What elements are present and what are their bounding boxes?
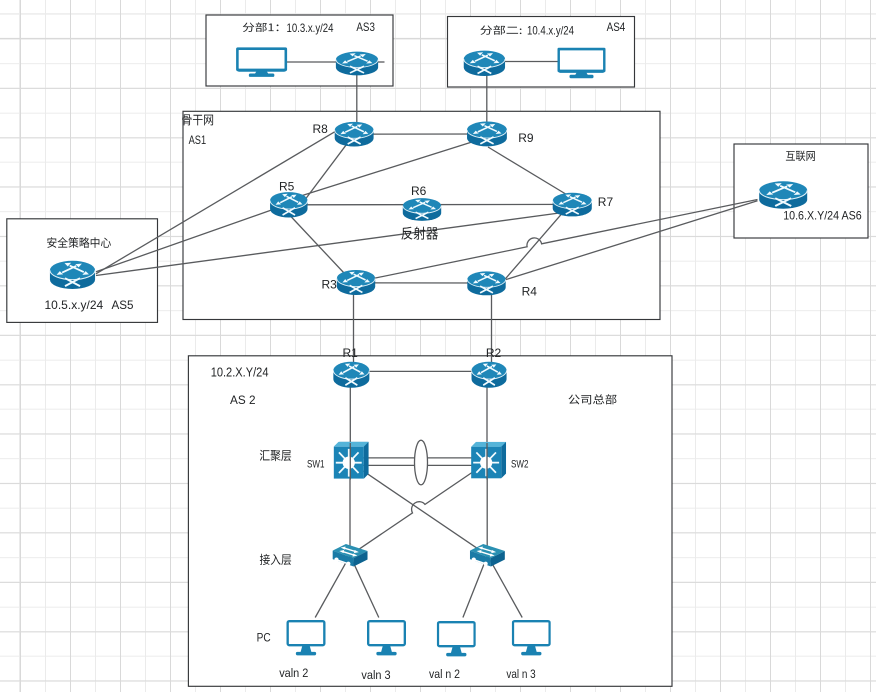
svg-text:R8: R8 — [313, 122, 329, 136]
svg-text:10.3.x.y/24: 10.3.x.y/24 — [287, 21, 334, 35]
svg-text:val n 2: val n 2 — [429, 667, 460, 681]
svg-text:AS3: AS3 — [356, 20, 375, 34]
svg-text:10.5.x.y/24: 10.5.x.y/24 — [45, 298, 104, 312]
svg-text:SW1: SW1 — [307, 458, 325, 470]
svg-text:AS4: AS4 — [607, 20, 626, 34]
svg-text:valn 2: valn 2 — [279, 666, 308, 680]
svg-text:R5: R5 — [279, 180, 295, 194]
svg-text:val n 3: val n 3 — [506, 667, 535, 681]
svg-text:AS1: AS1 — [189, 135, 207, 147]
svg-text:valn 3: valn 3 — [361, 668, 390, 682]
svg-text:R7: R7 — [598, 195, 614, 209]
svg-text:R3: R3 — [322, 278, 338, 292]
svg-text:10.2.X.Y/24: 10.2.X.Y/24 — [211, 366, 269, 380]
svg-text:AS5: AS5 — [112, 298, 134, 312]
svg-text:10.6.X.Y/24 AS6: 10.6.X.Y/24 AS6 — [783, 209, 862, 223]
svg-text:SW2: SW2 — [511, 458, 529, 470]
svg-text:R4: R4 — [522, 285, 538, 299]
svg-text:R9: R9 — [518, 131, 534, 145]
svg-text:R2: R2 — [486, 346, 502, 360]
svg-text:R1: R1 — [343, 346, 359, 360]
svg-text:PC: PC — [257, 630, 271, 644]
svg-text:10.4.x.y/24: 10.4.x.y/24 — [527, 24, 574, 38]
svg-text:AS 2: AS 2 — [230, 393, 256, 407]
svg-text:R6: R6 — [411, 184, 427, 198]
